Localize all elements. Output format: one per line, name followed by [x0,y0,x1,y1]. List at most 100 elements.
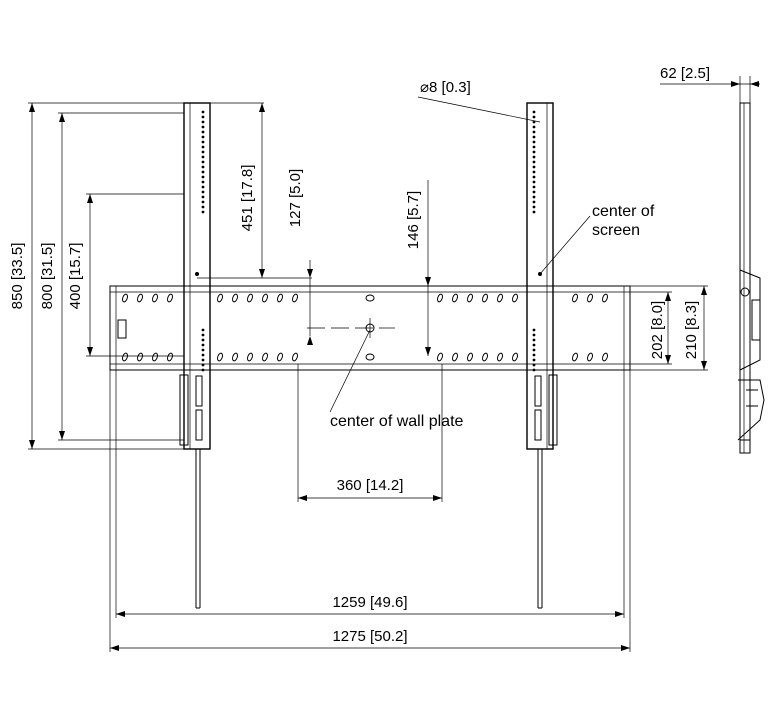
mount-hole [532,210,536,214]
plate-slot [467,352,473,362]
mount-hole [532,368,536,372]
dim-400-inch: [15.7] [67,243,84,281]
dim-8-inch: [0.3] [442,79,471,96]
wall-plate-slots [122,293,608,362]
right-bracket [526,102,558,609]
mount-hole [201,150,205,154]
plate-slot [467,293,473,303]
mount-hole [201,135,205,139]
plate-slot [137,293,143,303]
mount-hole [201,165,205,169]
plate-slot [437,352,443,362]
plate-slot [217,352,223,362]
mount-hole [532,120,536,124]
svg-text:800 [31.5]: 800 [31.5] [39,243,56,310]
dim-146-inch: [5.7] [405,191,422,220]
svg-text:146 [5.7]: 146 [5.7] [405,191,422,249]
left-bracket [179,102,211,609]
center-of-wall-plate-text: center of wall plate [330,413,464,430]
mount-hole [201,170,205,174]
mount-hole [532,200,536,204]
svg-text:850 [33.5]: 850 [33.5] [9,243,26,310]
plate-slot [122,352,128,362]
plate-slot [217,293,223,303]
mount-hole [201,130,205,134]
mount-hole [532,115,536,119]
plate-slot [292,293,298,303]
right-bracket-holes [532,110,536,372]
dim-slot-height: 800 [31.5] [39,112,184,441]
mount-hole [532,358,536,362]
mount-hole [532,363,536,367]
plate-slot [167,293,173,303]
mount-hole [201,343,205,347]
dim-plate-width-outer: 1275 [50.2] [109,370,631,652]
mount-hole [532,338,536,342]
svg-text:⌀8 [0.3]: ⌀8 [0.3] [420,79,471,96]
plate-slot [572,352,578,362]
mount-hole [201,155,205,159]
dim-62-value: 62 [660,65,677,82]
plate-slot [232,293,238,303]
dim-360-value: 360 [337,477,362,494]
dim-plate-height-outer: 210 [8.3] [630,285,708,371]
mount-hole [532,205,536,209]
mount-hole [201,195,205,199]
plate-slot [232,352,238,362]
mount-hole [532,185,536,189]
mount-hole [201,145,205,149]
plate-slot [482,293,488,303]
plate-slot [452,352,458,362]
plate-slot [437,293,443,303]
plate-slot [122,293,128,303]
dim-451-inch: [17.8] [239,165,256,203]
mount-hole [532,110,536,114]
dim-451-value: 451 [239,206,256,231]
mount-hole [532,170,536,174]
plate-slot [277,293,283,303]
mount-hole [532,175,536,179]
dim-850-value: 850 [9,284,26,309]
mount-hole [532,180,536,184]
plate-slot [277,352,283,362]
plate-slot [152,352,158,362]
mount-hole [201,180,205,184]
dim-210-value: 210 [683,334,700,359]
dim-202-inch: [8.0] [649,301,666,330]
mount-hole [532,160,536,164]
svg-text:400 [15.7]: 400 [15.7] [67,243,84,310]
mount-hole [201,328,205,332]
label-center-of-wall-plate: center of wall plate [329,329,464,430]
mount-hole [532,135,536,139]
dim-plate-offset: 146 [5.7] [405,180,431,356]
dim-overall-height: 850 [33.5] [9,102,184,450]
mount-hole [532,348,536,352]
dim-127-value: 127 [287,202,304,227]
dim-1275-inch: [50.2] [370,628,408,645]
plate-slot [512,352,518,362]
mount-hole [201,115,205,119]
mount-hole [201,333,205,337]
plate-slot [247,352,253,362]
dim-202-value: 202 [649,334,666,359]
center-of-screen-line1: center of [592,203,655,220]
dim-800-value: 800 [39,284,56,309]
dim-plate-width-inner: 1259 [49.6] [115,370,625,618]
dim-62-inch: [2.5] [681,65,710,82]
mount-hole [201,110,205,114]
plate-slot [572,293,578,303]
plate-slot [512,293,518,303]
side-view [737,102,765,454]
dim-depth: 62 [2.5] [660,65,760,103]
mount-hole [201,175,205,179]
mount-hole [201,185,205,189]
dim-1259-value: 1259 [332,594,365,611]
mount-hole [532,328,536,332]
plate-slot [602,293,608,303]
mount-hole [201,210,205,214]
plate-slot [497,293,503,303]
dim-hole-diameter: ⌀8 [0.3] [417,79,541,123]
plate-slot [452,293,458,303]
dim-plate-height-inner: 202 [8.0] [630,291,672,365]
dim-top-to-center: 451 [17.8] [197,102,312,279]
